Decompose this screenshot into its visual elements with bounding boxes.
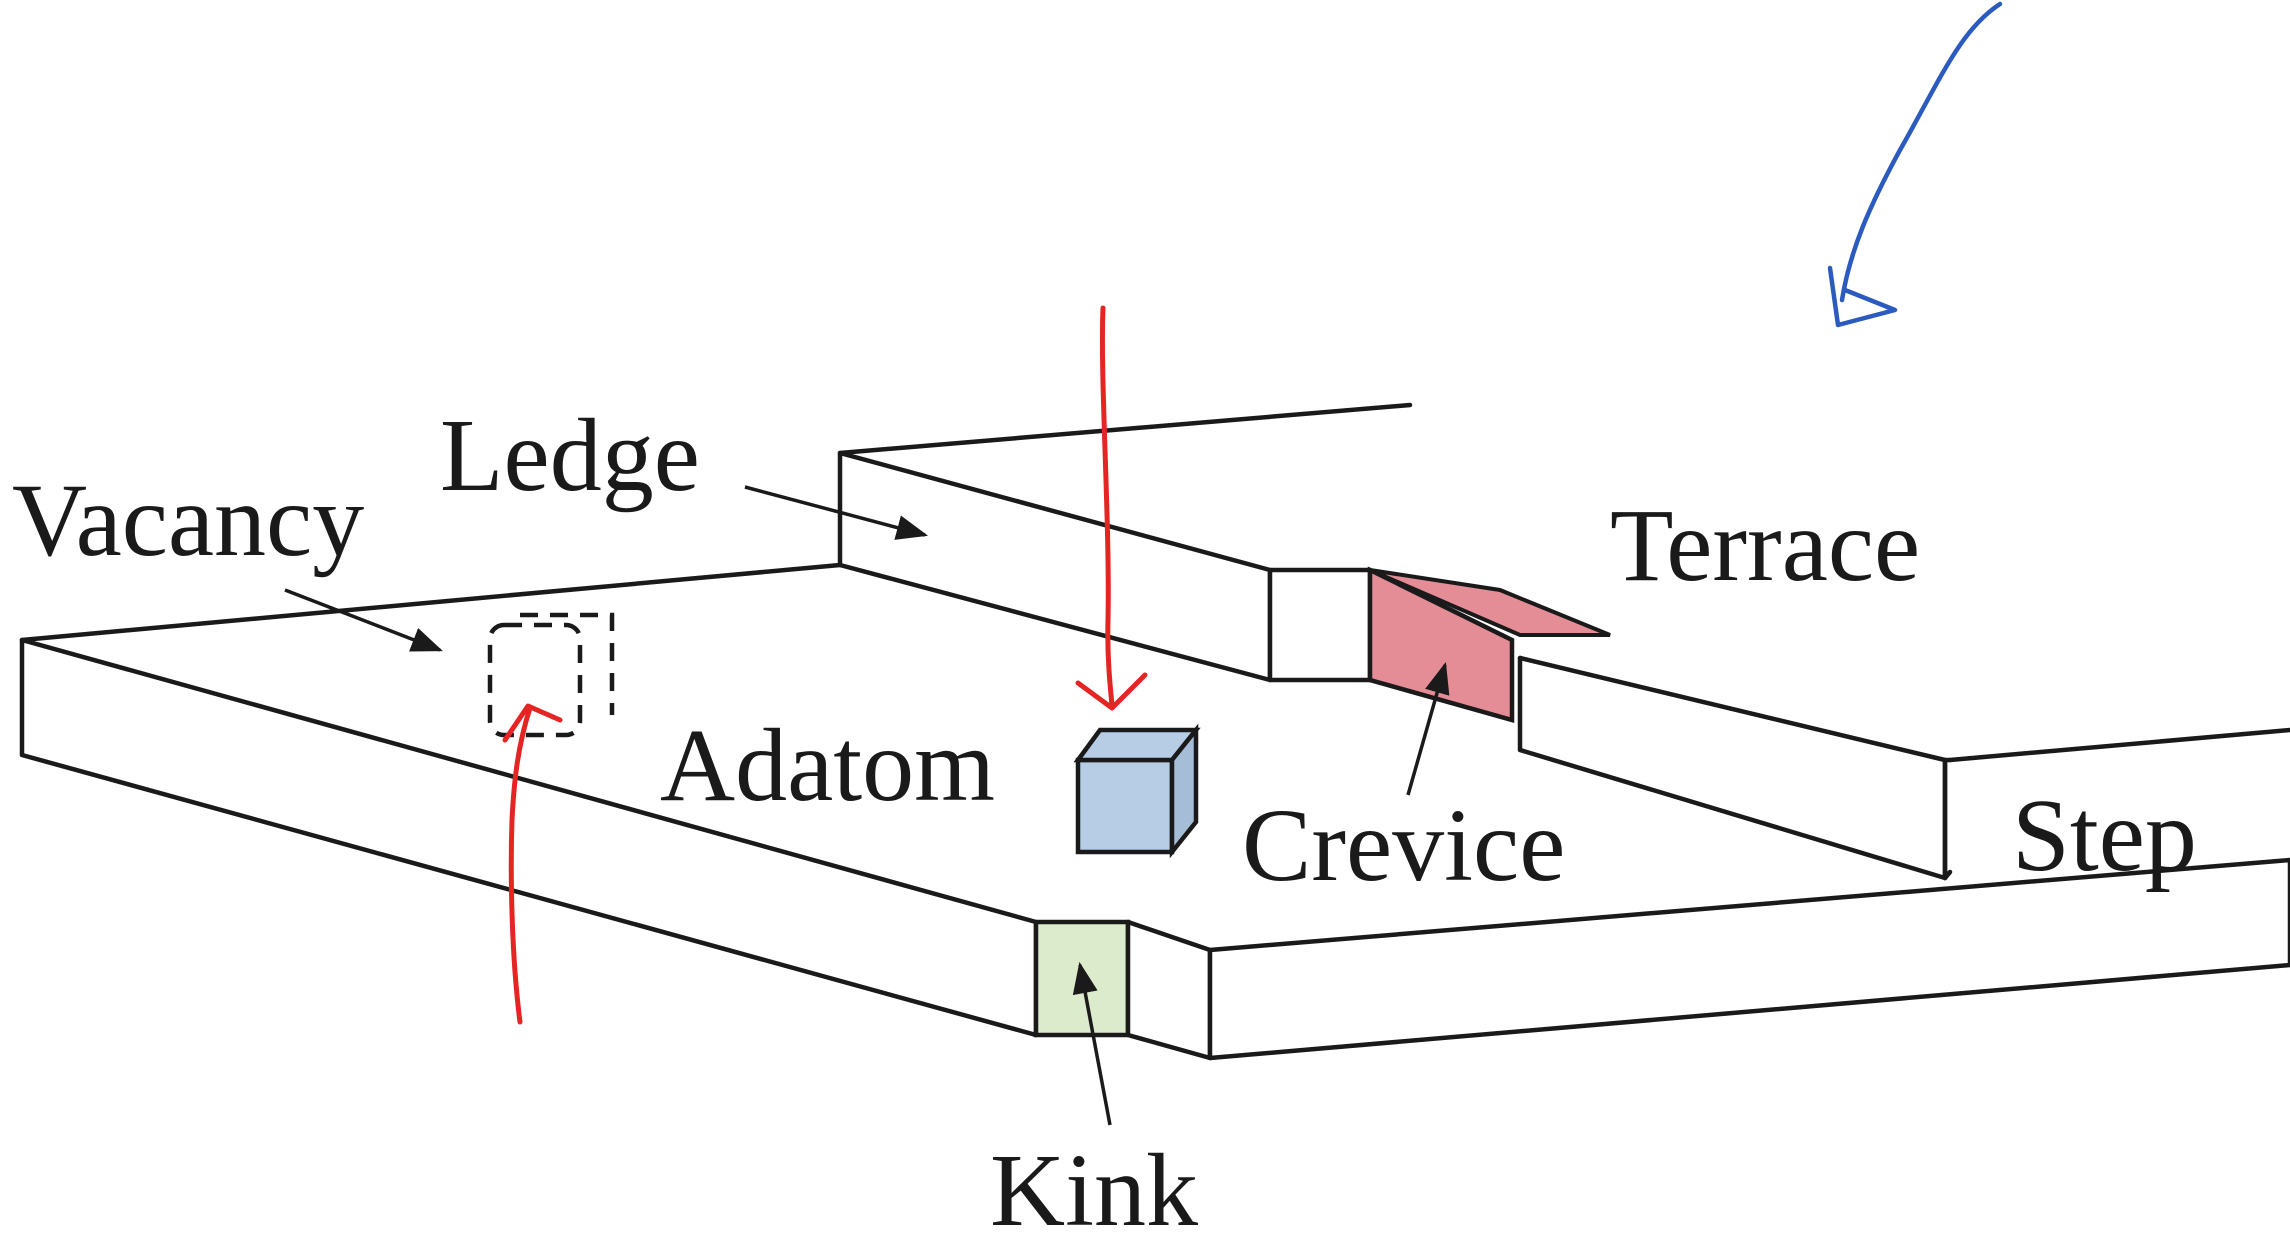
adatom-label: Adatom — [660, 708, 995, 823]
lower-slab-top-edge — [19, 562, 843, 643]
ledge-face-lower — [1267, 567, 1373, 683]
lower-step-front-face — [1207, 857, 2290, 1061]
back-terrace-right-edge — [1942, 869, 1953, 881]
kink-side — [1125, 919, 1213, 1061]
vacancy-marker — [487, 612, 615, 738]
lower-slab-front-face — [19, 637, 1039, 1038]
middle-terrace-top-edge — [837, 402, 1413, 456]
middle-step-top-edge — [1517, 655, 1948, 763]
middle-terrace-front-face — [837, 450, 1273, 683]
crevice-top — [1369, 568, 1611, 637]
crevice-label: Crevice — [1242, 788, 1565, 903]
ledge-label: Ledge — [440, 398, 700, 513]
crevice-pointer — [1406, 661, 1450, 796]
ledge-pointer — [744, 485, 929, 540]
kink-notch — [1033, 919, 1213, 1061]
kink-label: Kink — [990, 1133, 1198, 1240]
blue-arrow-annotation — [1827, 1, 2003, 328]
vacancy-pointer — [284, 588, 443, 652]
red-arrow-down-annotation — [1075, 305, 1148, 711]
lower-step — [1207, 727, 2290, 1061]
middle-step-front-edge — [1517, 655, 1953, 881]
crevice-face — [1367, 566, 1515, 723]
red-arrow-up-annotation — [502, 703, 563, 1025]
terrace-label: Terrace — [1610, 488, 1920, 603]
adatom-cube — [1073, 723, 1201, 859]
step-label: Step — [2012, 778, 2197, 893]
lower-step-back-edge — [1947, 727, 2290, 763]
kink-pointer — [1072, 961, 1112, 1126]
vacancy-label: Vacancy — [12, 463, 364, 578]
